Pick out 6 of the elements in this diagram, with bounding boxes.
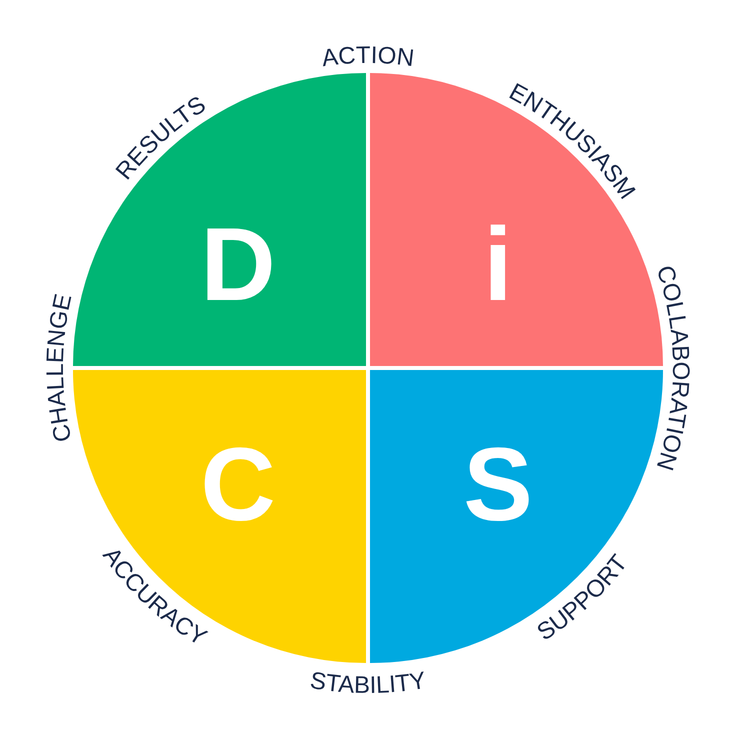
category-label: ACTION: [320, 42, 416, 72]
quadrant-letter: C: [200, 433, 276, 537]
quadrant-letter: S: [463, 433, 533, 537]
quadrant-letter: D: [200, 213, 276, 317]
category-label: STABILITY: [308, 667, 428, 700]
quadrant-letter: i: [484, 213, 512, 317]
